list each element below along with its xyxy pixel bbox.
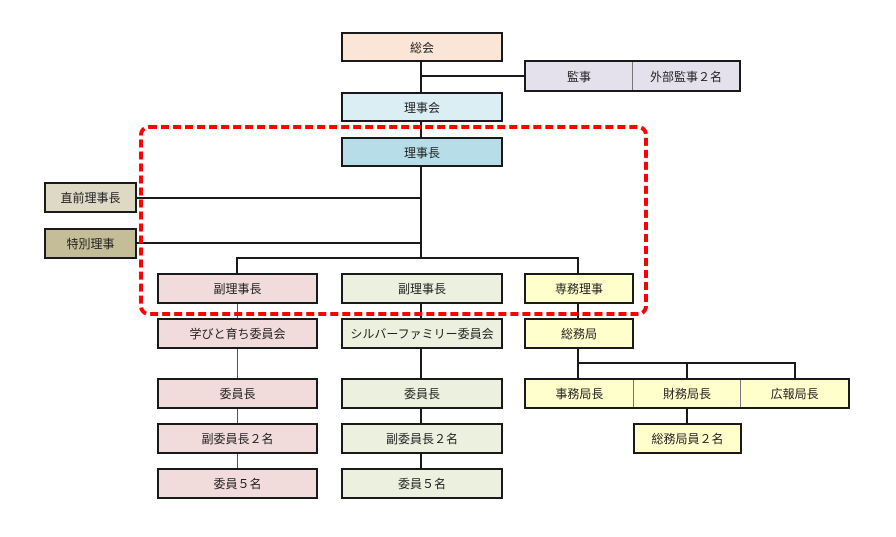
connector: [577, 257, 579, 273]
bureau-head-cell: 事務局長: [526, 380, 633, 407]
member-label: 委員長: [403, 387, 440, 401]
vice-chairman-2-label: 副理事長: [397, 282, 446, 296]
committee-1-member-box: 副委員長２名: [157, 423, 318, 454]
connector: [420, 121, 422, 137]
bureau-heads-box: 事務局長 財務局長 広報局長: [524, 378, 850, 409]
connector: [237, 408, 238, 423]
bureau-staff-box: 総務局員２名: [633, 423, 742, 454]
board-box: 理事会: [341, 92, 503, 122]
connector: [420, 303, 422, 318]
executive-director-box: 専務理事: [524, 273, 634, 304]
committee-2-box: シルバーファミリー委員会: [341, 318, 503, 349]
connector: [420, 166, 422, 258]
chairman-label: 理事長: [403, 145, 440, 160]
vice-chairman-1-box: 副理事長: [157, 273, 318, 304]
connector: [686, 408, 688, 423]
connector: [136, 242, 422, 244]
committee-1-box: 学びと育ち委員会: [157, 318, 318, 349]
former-chairman-box: 直前理事長: [44, 182, 137, 213]
special-director-box: 特別理事: [44, 228, 137, 259]
connector: [237, 348, 238, 378]
committee-2-member-box: 副委員長２名: [341, 423, 503, 454]
committee-2-member-box: 委員５名: [341, 468, 503, 499]
former-chairman-label: 直前理事長: [60, 191, 121, 205]
connector: [420, 453, 422, 468]
external-auditors-label: 外部監事２名: [649, 69, 722, 84]
vice-chairman-2-box: 副理事長: [341, 273, 503, 304]
general-affairs-label: 総務局: [560, 327, 597, 341]
connector: [237, 303, 238, 318]
bureau-head-label: 事務局長: [555, 387, 604, 401]
general-affairs-box: 総務局: [524, 318, 634, 349]
committee-1-member-box: 委員５名: [157, 468, 318, 499]
bureau-head-label: 財務局長: [663, 387, 712, 401]
committee-2-member-box: 委員長: [341, 378, 503, 409]
executive-director-label: 専務理事: [554, 282, 603, 296]
bureau-head-label: 広報局長: [770, 387, 819, 401]
executive-highlight-frame: [139, 125, 648, 316]
board-label: 理事会: [403, 100, 440, 115]
member-label: 委員５名: [397, 477, 446, 491]
vice-chairman-1-label: 副理事長: [213, 282, 262, 296]
auditor-box: 監事 外部監事２名: [524, 60, 741, 92]
committee-2-label: シルバーファミリー委員会: [350, 327, 494, 341]
external-auditors-cell: 外部監事２名: [632, 62, 739, 90]
bureau-staff-label: 総務局員２名: [651, 432, 724, 446]
connector: [420, 75, 524, 77]
connector: [136, 197, 422, 199]
connector: [794, 362, 796, 378]
auditor-cell: 監事: [526, 62, 632, 90]
committee-1-member-box: 委員長: [157, 378, 318, 409]
member-label: 副委員長２名: [385, 432, 458, 446]
connector: [420, 408, 422, 423]
connector: [236, 257, 238, 273]
member-label: 委員長: [219, 387, 256, 401]
bureau-head-cell: 財務局長: [632, 380, 741, 407]
general-assembly-box: 総会: [341, 32, 503, 62]
member-label: 委員５名: [213, 477, 262, 491]
special-director-label: 特別理事: [66, 237, 115, 251]
member-label: 副委員長２名: [201, 432, 274, 446]
connector: [686, 362, 688, 378]
bureau-head-cell: 広報局長: [740, 380, 848, 407]
connector: [237, 453, 238, 468]
connector: [420, 348, 422, 378]
chairman-box: 理事長: [341, 137, 503, 167]
committee-1-label: 学びと育ち委員会: [189, 327, 286, 341]
auditor-label: 監事: [566, 69, 591, 84]
general-assembly-label: 総会: [409, 40, 434, 55]
connector: [577, 303, 579, 318]
connector: [236, 257, 579, 259]
